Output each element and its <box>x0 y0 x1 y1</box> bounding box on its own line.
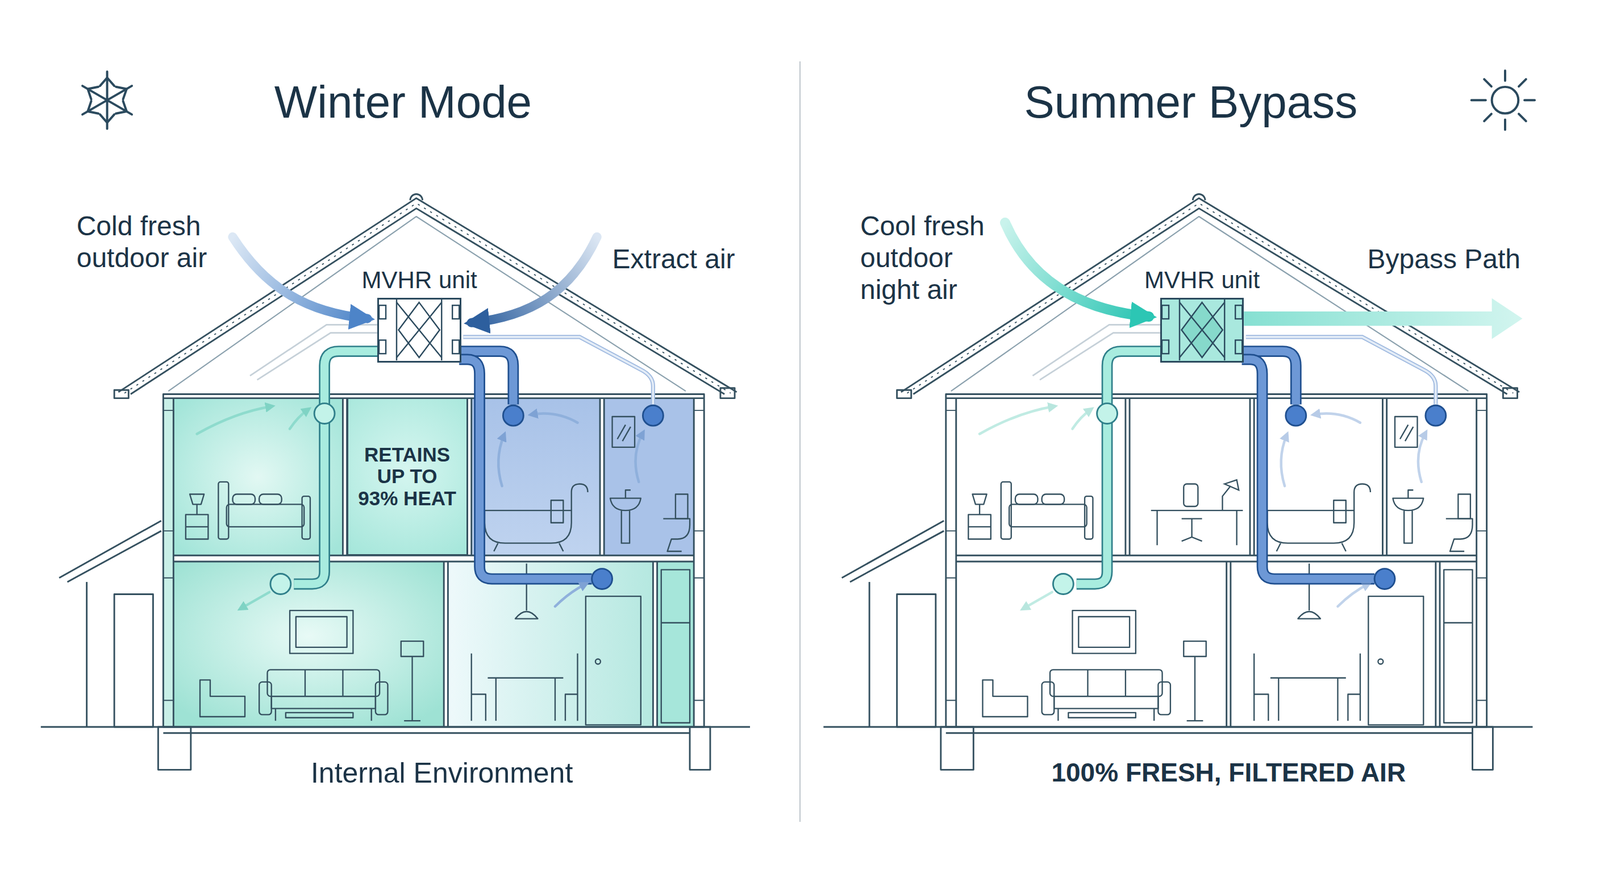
caption-label: 100% FRESH, FILTERED AIR <box>1051 757 1406 789</box>
room-fill <box>447 561 653 727</box>
heat-exchanger-core <box>1179 302 1225 358</box>
duct-port <box>378 340 386 354</box>
desk-furniture <box>1156 510 1158 545</box>
snowflake-icon <box>82 71 132 129</box>
bypass-arrow <box>1243 298 1523 340</box>
room-text: RETAINS UP TO 93% HEAT <box>355 443 459 510</box>
intake-arrow <box>1005 222 1149 317</box>
snowflake-icon <box>100 77 115 86</box>
duct-port <box>452 340 460 354</box>
airflow-arrow <box>979 406 1426 609</box>
room-fill <box>163 398 174 727</box>
heat-exchanger-core <box>441 299 443 361</box>
heat-exchanger-core <box>1161 299 1243 361</box>
unit-label: MVHR unit <box>1144 266 1260 294</box>
panel-divider <box>799 61 801 822</box>
duct-port <box>378 305 386 320</box>
air-duct <box>250 324 664 594</box>
house-outline <box>823 193 1533 770</box>
heat-exchanger-core <box>1161 299 1243 361</box>
duct-port <box>452 305 460 320</box>
heat-exchanger-core <box>378 299 460 361</box>
caption-label: Internal Environment <box>310 755 573 790</box>
heat-exchanger-core <box>1178 299 1181 361</box>
panel-title: Summer Bypass <box>1023 75 1358 129</box>
unit-label: MVHR unit <box>361 266 478 294</box>
duct-port <box>1161 340 1169 354</box>
house-outline <box>40 193 750 770</box>
desk-furniture <box>1224 479 1239 490</box>
snowflake-icon <box>82 71 132 129</box>
desk-furniture <box>1151 479 1244 545</box>
airflow-label: Bypass Path <box>1367 243 1521 275</box>
sun-icon <box>1471 70 1535 130</box>
room-fill <box>657 561 695 727</box>
desk-furniture <box>1151 509 1244 511</box>
heat-exchanger-core <box>378 299 460 361</box>
snowflake-icon <box>87 101 99 114</box>
sun-icon <box>1471 70 1535 130</box>
room-fill <box>471 398 600 556</box>
mvhr-unit: MVHR unit <box>377 297 461 362</box>
heat-exchanger-core <box>396 302 442 358</box>
heat-exchanger-core <box>396 302 442 358</box>
heat-exchanger-core <box>1179 302 1225 358</box>
snowflake-icon <box>87 86 99 100</box>
snowflake-icon <box>115 101 127 114</box>
duct-port <box>1235 340 1243 354</box>
desk-furniture <box>1235 510 1237 545</box>
intake-arrow <box>232 236 368 319</box>
heat-exchanger-core <box>396 299 398 361</box>
snowflake-icon <box>100 114 115 123</box>
heat-exchanger-core <box>1223 299 1225 361</box>
panel-title: Winter Mode <box>274 75 532 129</box>
airflow-label: Cold fresh outdoor air <box>76 210 236 274</box>
duct-port <box>1235 305 1243 320</box>
desk-furniture <box>1222 485 1231 511</box>
airflow-label: Extract air <box>612 243 736 275</box>
airflow-label: Cool fresh outdoor night air <box>860 210 1003 306</box>
sun-icon <box>1492 86 1519 114</box>
mvhr-unit: MVHR unit <box>1160 297 1244 362</box>
extract-arrow <box>471 236 598 323</box>
duct-port <box>1161 305 1169 320</box>
desk-furniture <box>1181 518 1203 542</box>
snowflake-icon <box>115 86 127 100</box>
air-duct <box>1032 324 1446 594</box>
desk-furniture <box>1183 484 1198 507</box>
heat-retention-room: RETAINS UP TO 93% HEAT <box>347 397 468 556</box>
